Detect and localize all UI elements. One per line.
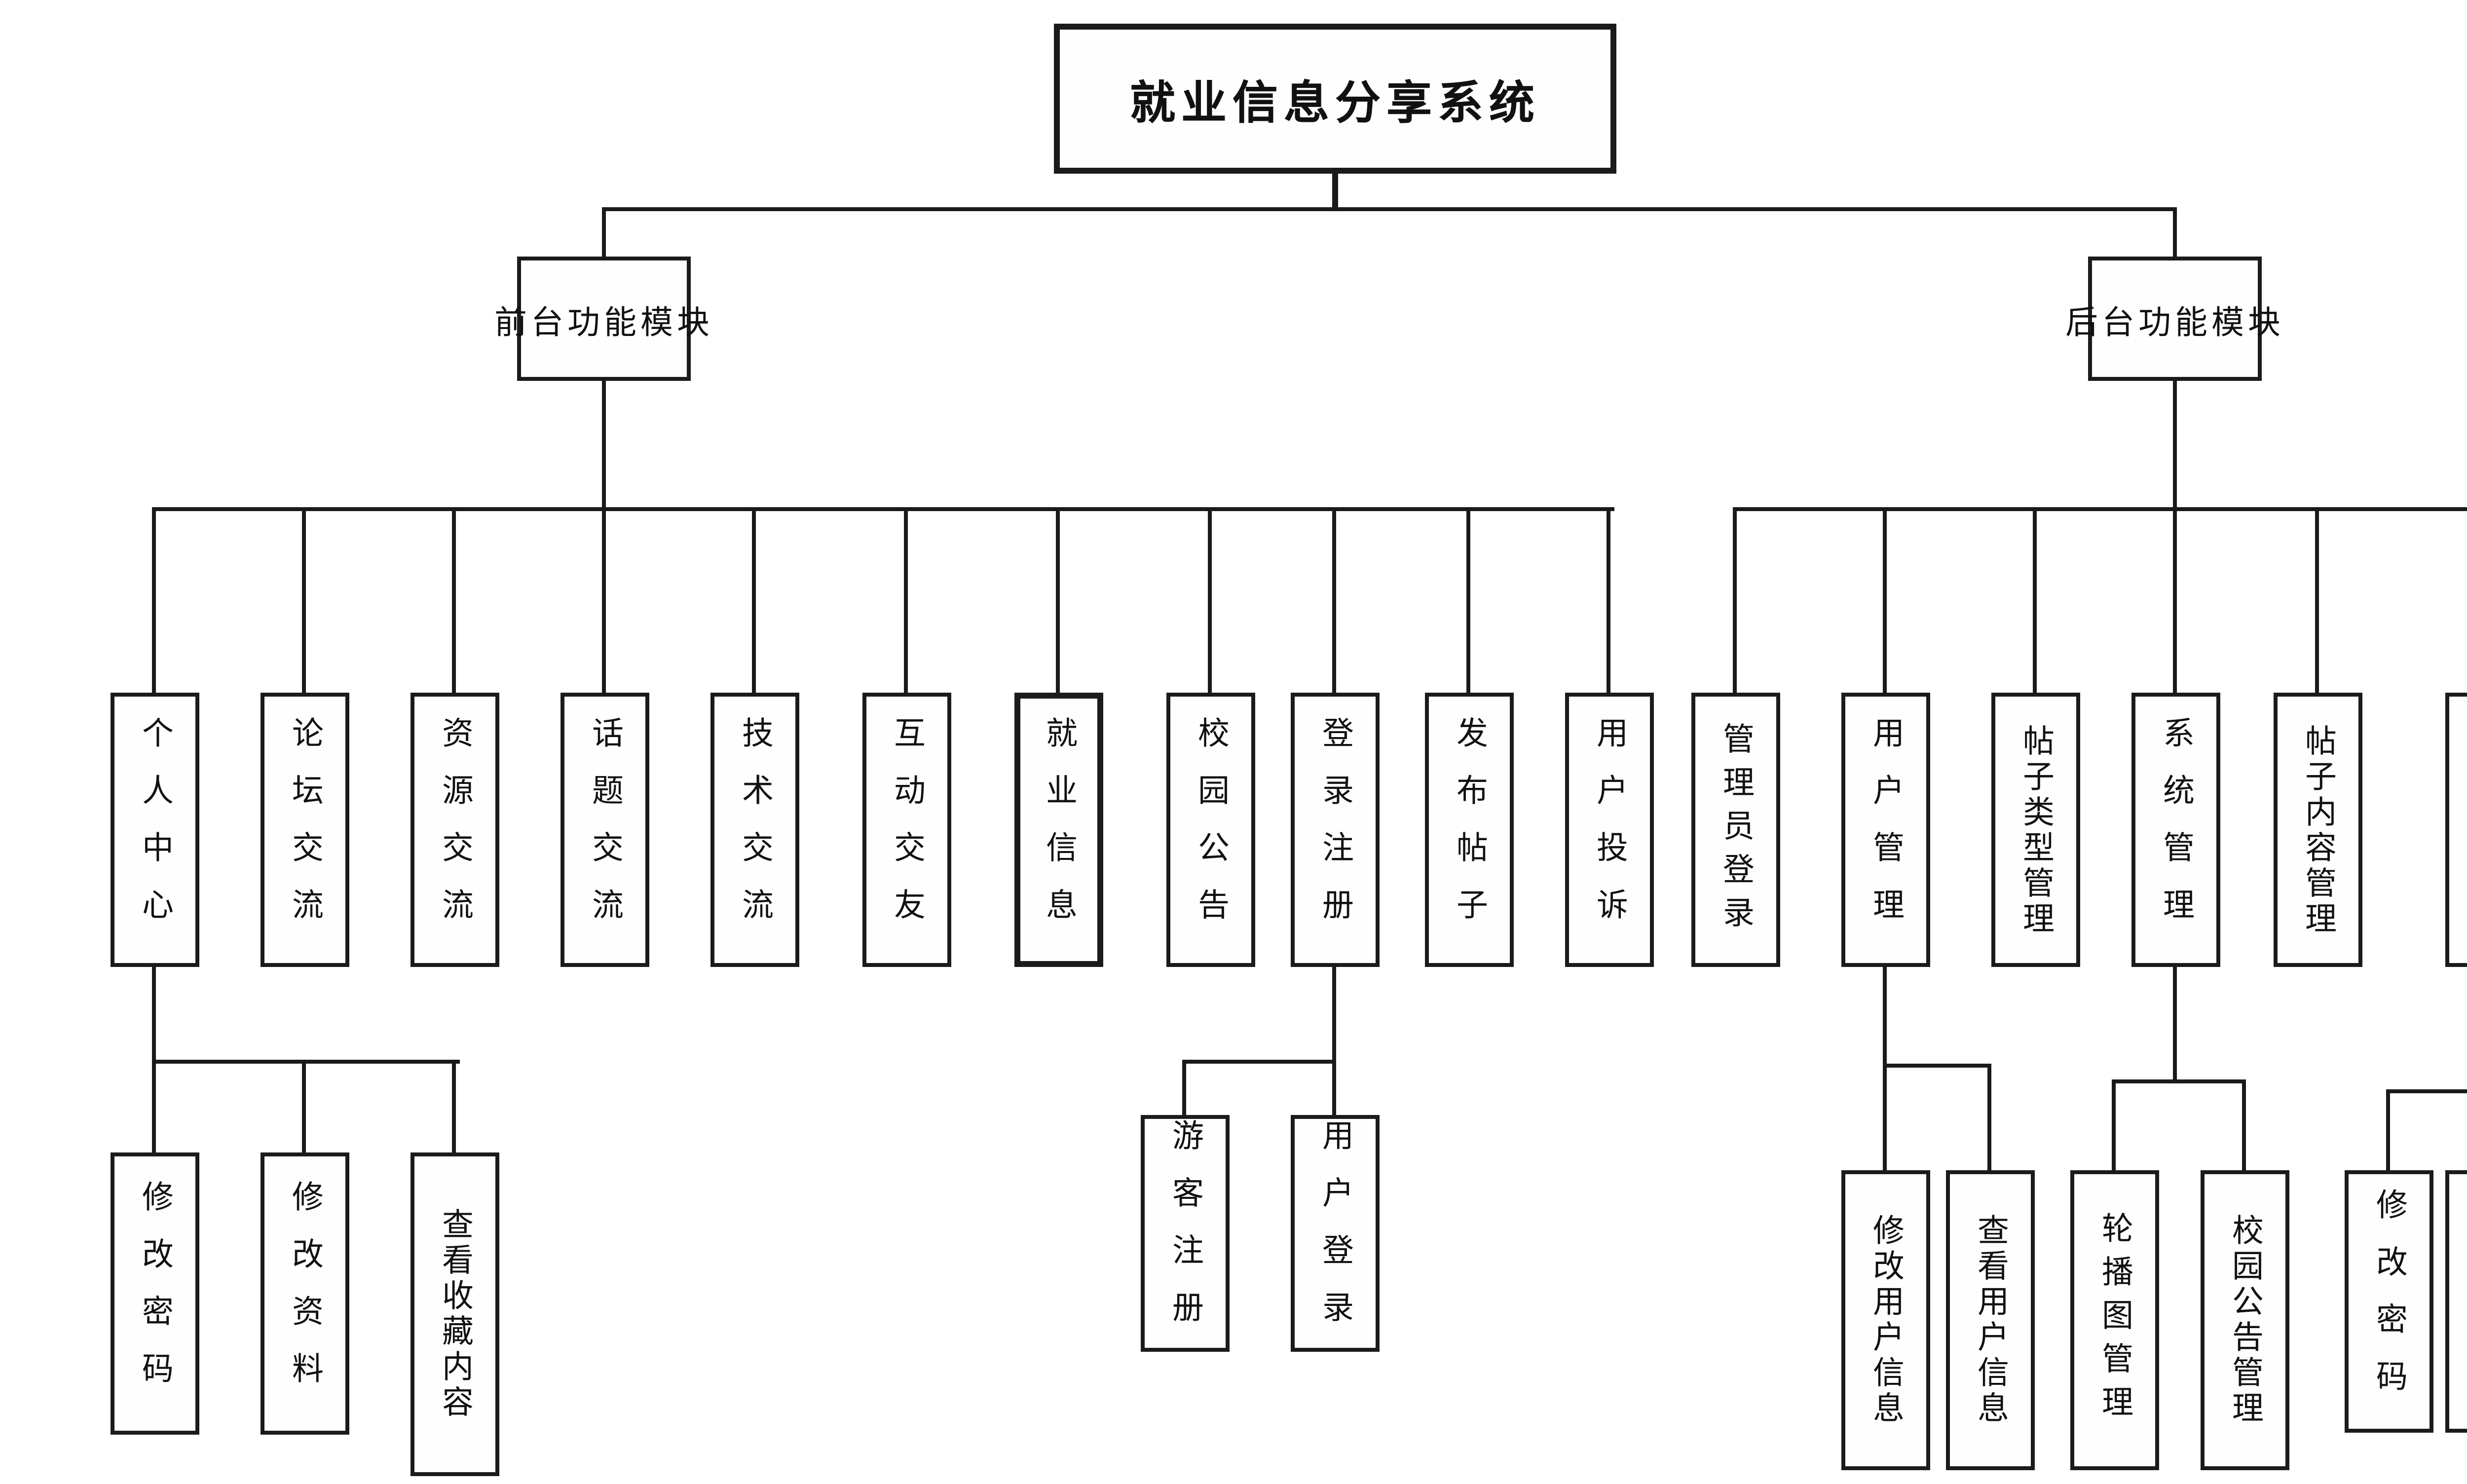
- connector-drop-front-1: [151, 507, 156, 695]
- node-tech-exchange: 技术交流: [710, 693, 798, 967]
- node-carousel-management: 轮播图管理: [2069, 1170, 2158, 1470]
- node-change-password-back: 修改密码: [2344, 1170, 2432, 1433]
- node-admin-login: 管理员登录: [1690, 693, 1779, 967]
- node-back-personal-center: 个人中心: [2444, 693, 2467, 967]
- connector-drop-front-8: [1207, 507, 1212, 695]
- node-login-register: 登录注册: [1290, 693, 1379, 967]
- connector-drop-back-3: [2032, 507, 2037, 695]
- connector-drop-front-9: [1332, 507, 1337, 695]
- connector-frontend-stem: [601, 381, 606, 511]
- connector-backend-distributor: [1732, 507, 2467, 512]
- node-user-login: 用户登录: [1290, 1115, 1379, 1352]
- connector-groupD-bar: [2111, 1079, 2246, 1084]
- connector-drop-back-1: [1732, 507, 1737, 695]
- node-view-favorites: 查看收藏内容: [410, 1152, 498, 1476]
- connector-groupA-drop-3: [451, 1059, 456, 1154]
- connector-drop-front-2: [301, 507, 306, 695]
- node-user-management: 用户管理: [1840, 693, 1929, 967]
- node-frontend-module: 前台功能模块: [494, 257, 710, 381]
- node-view-user-info: 查看用户信息: [1945, 1170, 2034, 1470]
- connector-drop-back-2: [1882, 507, 1887, 695]
- connector-top-distributor: [601, 207, 2177, 212]
- node-post-type-management: 帖子类型管理: [1990, 693, 2079, 967]
- connector-drop-front-6: [903, 507, 908, 695]
- node-campus-announcement-management: 校园公告管理: [2200, 1170, 2288, 1470]
- node-system-management: 系统管理: [2131, 693, 2219, 967]
- connector-groupD-stem: [2172, 967, 2177, 1083]
- connector-groupD-drop-1: [2111, 1079, 2116, 1172]
- node-edit-user-info: 修改用户信息: [1840, 1170, 1929, 1470]
- connector-root-drop: [1333, 174, 1338, 211]
- connector-groupD-drop-2: [2242, 1079, 2246, 1172]
- connector-drop-back-4: [2172, 507, 2177, 695]
- node-backend-module: 后台功能模块: [2065, 257, 2280, 381]
- connector-groupC-stem: [1882, 967, 1887, 1172]
- connector-drop-back-5: [2315, 507, 2319, 695]
- connector-groupB-bar: [1182, 1059, 1337, 1064]
- node-publish-post: 发布帖子: [1424, 693, 1513, 967]
- connector-groupC-drop-2: [1987, 1063, 1992, 1172]
- connector-drop-front-7: [1055, 507, 1060, 695]
- connector-drop-front-5: [751, 507, 756, 695]
- node-post-content-management: 帖子内容管理: [2273, 693, 2361, 967]
- node-front-personal-center: 个人中心: [110, 693, 198, 967]
- node-change-info: 修改信息: [2444, 1170, 2467, 1433]
- node-guest-register: 游客注册: [1140, 1115, 1229, 1352]
- connector-groupC-bar: [1882, 1063, 1992, 1068]
- node-employment-info: 就业信息: [1013, 693, 1102, 967]
- connector-groupB-stem: [1332, 967, 1337, 1117]
- node-campus-announcement: 校园公告: [1165, 693, 1254, 967]
- node-topic-exchange: 话题交流: [560, 693, 648, 967]
- connector-backend-stem: [2172, 381, 2177, 511]
- connector-frontend-distributor: [151, 507, 1613, 512]
- connector-drop-front-4: [601, 507, 606, 695]
- connector-drop-front-11: [1606, 507, 1611, 695]
- connector-groupE-drop-1: [2386, 1089, 2391, 1172]
- node-resource-exchange: 资源交流: [410, 693, 498, 967]
- connector-drop-front-3: [451, 507, 456, 695]
- connector-drop-front-10: [1466, 507, 1471, 695]
- node-change-password-front: 修改密码: [110, 1152, 198, 1435]
- connector-drop-frontend: [601, 207, 606, 258]
- node-interactive-friends: 互动交友: [861, 693, 950, 967]
- node-user-complaint: 用户投诉: [1564, 693, 1653, 967]
- node-root: 就业信息分享系统: [1054, 24, 1616, 174]
- connector-groupA-drop-2: [301, 1059, 306, 1154]
- node-change-profile: 修改资料: [260, 1152, 348, 1435]
- connector-groupB-drop-1: [1182, 1059, 1187, 1116]
- node-forum-exchange: 论坛交流: [260, 693, 348, 967]
- connector-groupE-bar: [2386, 1089, 2467, 1094]
- connector-drop-backend: [2172, 207, 2177, 258]
